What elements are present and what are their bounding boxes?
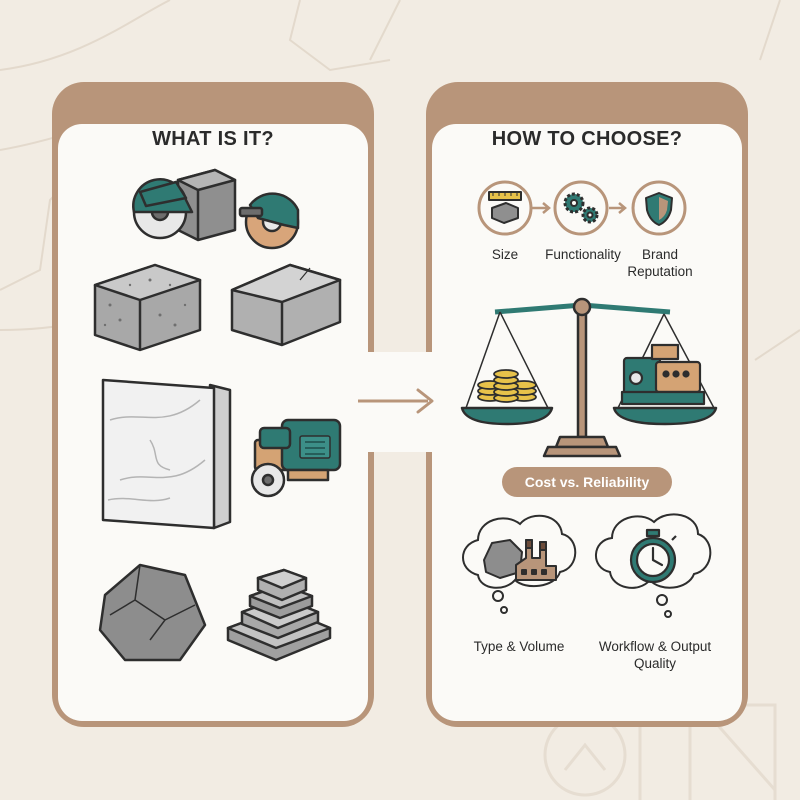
step-arrow-icon [609,202,627,214]
workflow-output-label: Workflow & Output Quality [598,639,712,671]
step-brand-reputation-label: Brand Reputation [627,247,693,279]
cost-vs-reliability-badge: Cost vs. Reliability [502,467,672,497]
step-functionality-label: Functionality [545,247,621,262]
how-to-choose-title: HOW TO CHOOSE? [491,128,683,150]
concrete-block-icon [93,263,202,352]
arrow-head-icon [416,388,434,414]
polished-block-icon [230,263,342,347]
marble-slab-icon [101,378,232,530]
balance-scale-icon [460,297,718,458]
rough-stone-icon [98,563,207,662]
machine-icon [620,343,706,406]
saw-cutting-block-icon [132,168,237,242]
ruler-block-icon [477,180,533,236]
rock-factory-icon [483,539,557,581]
stopwatch-icon [629,528,677,584]
stacked-slabs-icon [226,568,332,662]
step-arrow-icon [532,202,551,214]
type-volume-label: Type & Volume [473,639,565,654]
step-size-label: Size [491,247,519,262]
circular-saw-icon [238,192,300,250]
shield-icon [631,180,687,236]
what-is-it-title: WHAT IS IT? [152,128,274,150]
gears-icon [553,180,609,236]
coins-icon [477,369,537,403]
stone-saw-machine-icon [250,418,342,498]
